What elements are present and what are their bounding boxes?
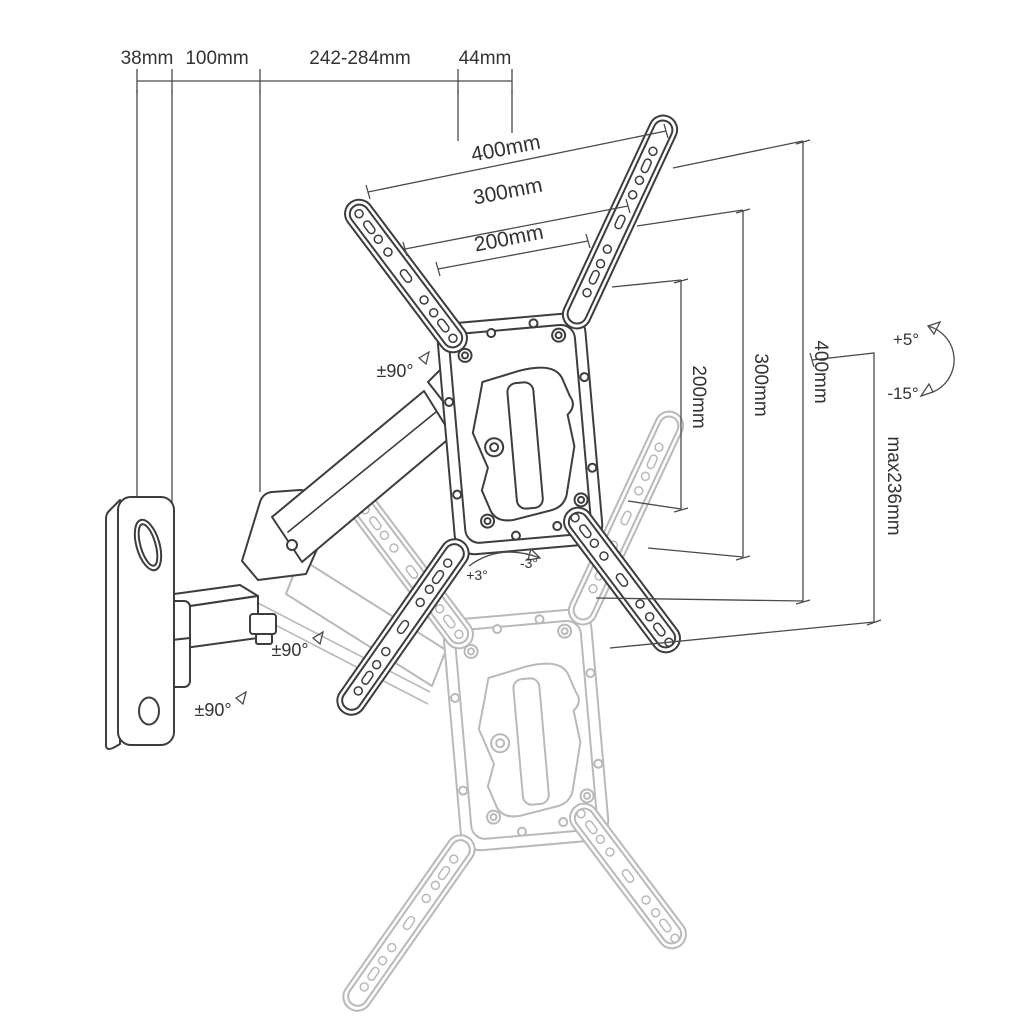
- tilt-up-label: +5°: [893, 330, 919, 349]
- level-plus-label: +3°: [466, 567, 488, 583]
- dim-label-arm-offset: 100mm: [185, 48, 248, 69]
- wall-plate-bottom-hole: [138, 696, 160, 726]
- dim-label-extension-range: 242-284mm: [309, 48, 410, 69]
- swivel-indicators: [234, 350, 431, 706]
- wall-mount-assembly: [105, 351, 473, 750]
- dim-label-vesa-width-400: 400mm: [469, 131, 542, 167]
- swivel-label-arm: ±90°: [271, 640, 308, 660]
- tilt-arc: [927, 325, 955, 393]
- arm-adjust-knob: [249, 613, 277, 635]
- dimension-lines: [136, 69, 955, 706]
- swivel-label-plate: ±90°: [376, 361, 413, 381]
- dim-label-profile-depth: 44mm: [459, 48, 512, 69]
- dim-label-vesa-width-300: 300mm: [471, 174, 544, 210]
- articulating-arm: [151, 351, 473, 651]
- level-minus-label: -3°: [520, 555, 538, 571]
- tilt-down-label: -15°: [887, 384, 918, 403]
- dim-label-vesa-height-400: 400mm: [810, 340, 831, 403]
- dim-label-max-height-adjust: max236mm: [883, 436, 904, 535]
- dim-label-vesa-height-300: 300mm: [750, 353, 771, 416]
- wall-plate: [105, 496, 191, 750]
- dim-label-wall-depth: 38mm: [121, 48, 174, 69]
- extension-lines: [136, 90, 513, 583]
- wall-plate-side: [105, 499, 121, 750]
- gas-spring-arm: [271, 390, 453, 563]
- swivel-label-wall: ±90°: [194, 700, 231, 720]
- dim-label-vesa-height-200: 200mm: [688, 365, 709, 428]
- level-arc: [468, 551, 541, 567]
